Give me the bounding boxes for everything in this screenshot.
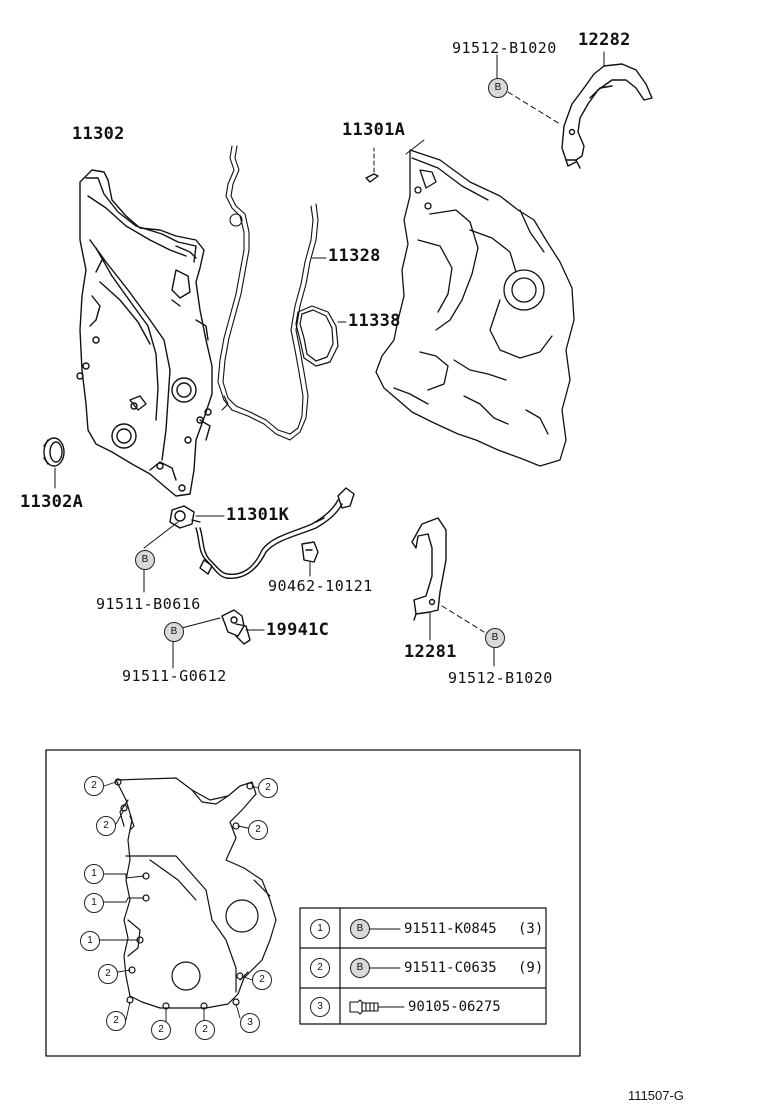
gasket-11328 [217, 145, 319, 441]
part-label-91512-top: 91512-B1020 [452, 39, 557, 57]
legend-part-3: 90105-06275 [408, 999, 501, 1015]
part-label-11302a: 11302A [20, 492, 84, 512]
part-label-11301a: 11301A [342, 120, 406, 140]
inset-callout: 2 [195, 1020, 215, 1040]
legend-bolt-symbol-1: B [350, 919, 370, 939]
stud-bolt-icon [349, 999, 379, 1015]
legend-qty-1: (3) [518, 921, 544, 937]
inset-callout: 2 [106, 1011, 126, 1031]
part-label-90462: 90462-10121 [268, 577, 373, 595]
diagram-code: 111507-G [628, 1088, 684, 1103]
inset-leaders [99, 781, 259, 1023]
part-label-11301k: 11301K [226, 505, 290, 525]
part-label-91511-g0612: 91511-G0612 [122, 667, 227, 685]
engine-block [375, 149, 575, 467]
part-label-11328: 11328 [328, 246, 381, 266]
inset-callout: 3 [240, 1013, 260, 1033]
inset-callout: 2 [258, 778, 278, 798]
legend-qty-2: (9) [518, 960, 544, 976]
inset-callout: 1 [80, 931, 100, 951]
bracket-19941c [221, 609, 251, 645]
bolt-legend-table [299, 907, 547, 1025]
part-label-12281: 12281 [404, 642, 457, 662]
bolt-marker-bottom: B [485, 628, 505, 648]
legend-index-2: 2 [310, 958, 330, 978]
inset-box [45, 749, 581, 1057]
part-label-91511-b0616: 91511-B0616 [96, 595, 201, 613]
legend-part-2: 91511-C0635 [404, 960, 497, 976]
sensor-11301k [169, 487, 355, 579]
inset-callout: 2 [248, 820, 268, 840]
inset-callout: 1 [84, 893, 104, 913]
legend-index-1: 1 [310, 919, 330, 939]
legend-part-1: 91511-K0845 [404, 921, 497, 937]
bracket-12282 [561, 63, 653, 169]
part-label-11338: 11338 [348, 311, 401, 331]
bolt-marker-top: B [488, 78, 508, 98]
inset-callout: 1 [84, 864, 104, 884]
part-label-91512-bottom: 91512-B1020 [448, 669, 553, 687]
timing-cover-11302 [76, 169, 213, 497]
legend-bolt-symbol-2: B [350, 958, 370, 978]
dowel-pin-11301a [365, 139, 425, 183]
part-label-12282: 12282 [578, 30, 631, 50]
gasket-11338 [295, 305, 339, 367]
bolt-marker-g0612: B [164, 622, 184, 642]
legend-index-3: 3 [310, 997, 330, 1017]
inset-callout: 2 [84, 776, 104, 796]
inset-cover-outline [114, 777, 277, 1010]
inset-callout: 2 [151, 1020, 171, 1040]
inset-callout: 2 [98, 964, 118, 984]
oil-seal-11302a [43, 437, 65, 467]
inset-callout: 2 [252, 970, 272, 990]
bracket-12281 [411, 517, 447, 621]
clip-90462 [301, 541, 319, 563]
inset-callout: 2 [96, 816, 116, 836]
part-label-11302: 11302 [72, 124, 125, 144]
part-label-19941c: 19941C [266, 620, 330, 640]
bolt-marker-b0616: B [135, 550, 155, 570]
